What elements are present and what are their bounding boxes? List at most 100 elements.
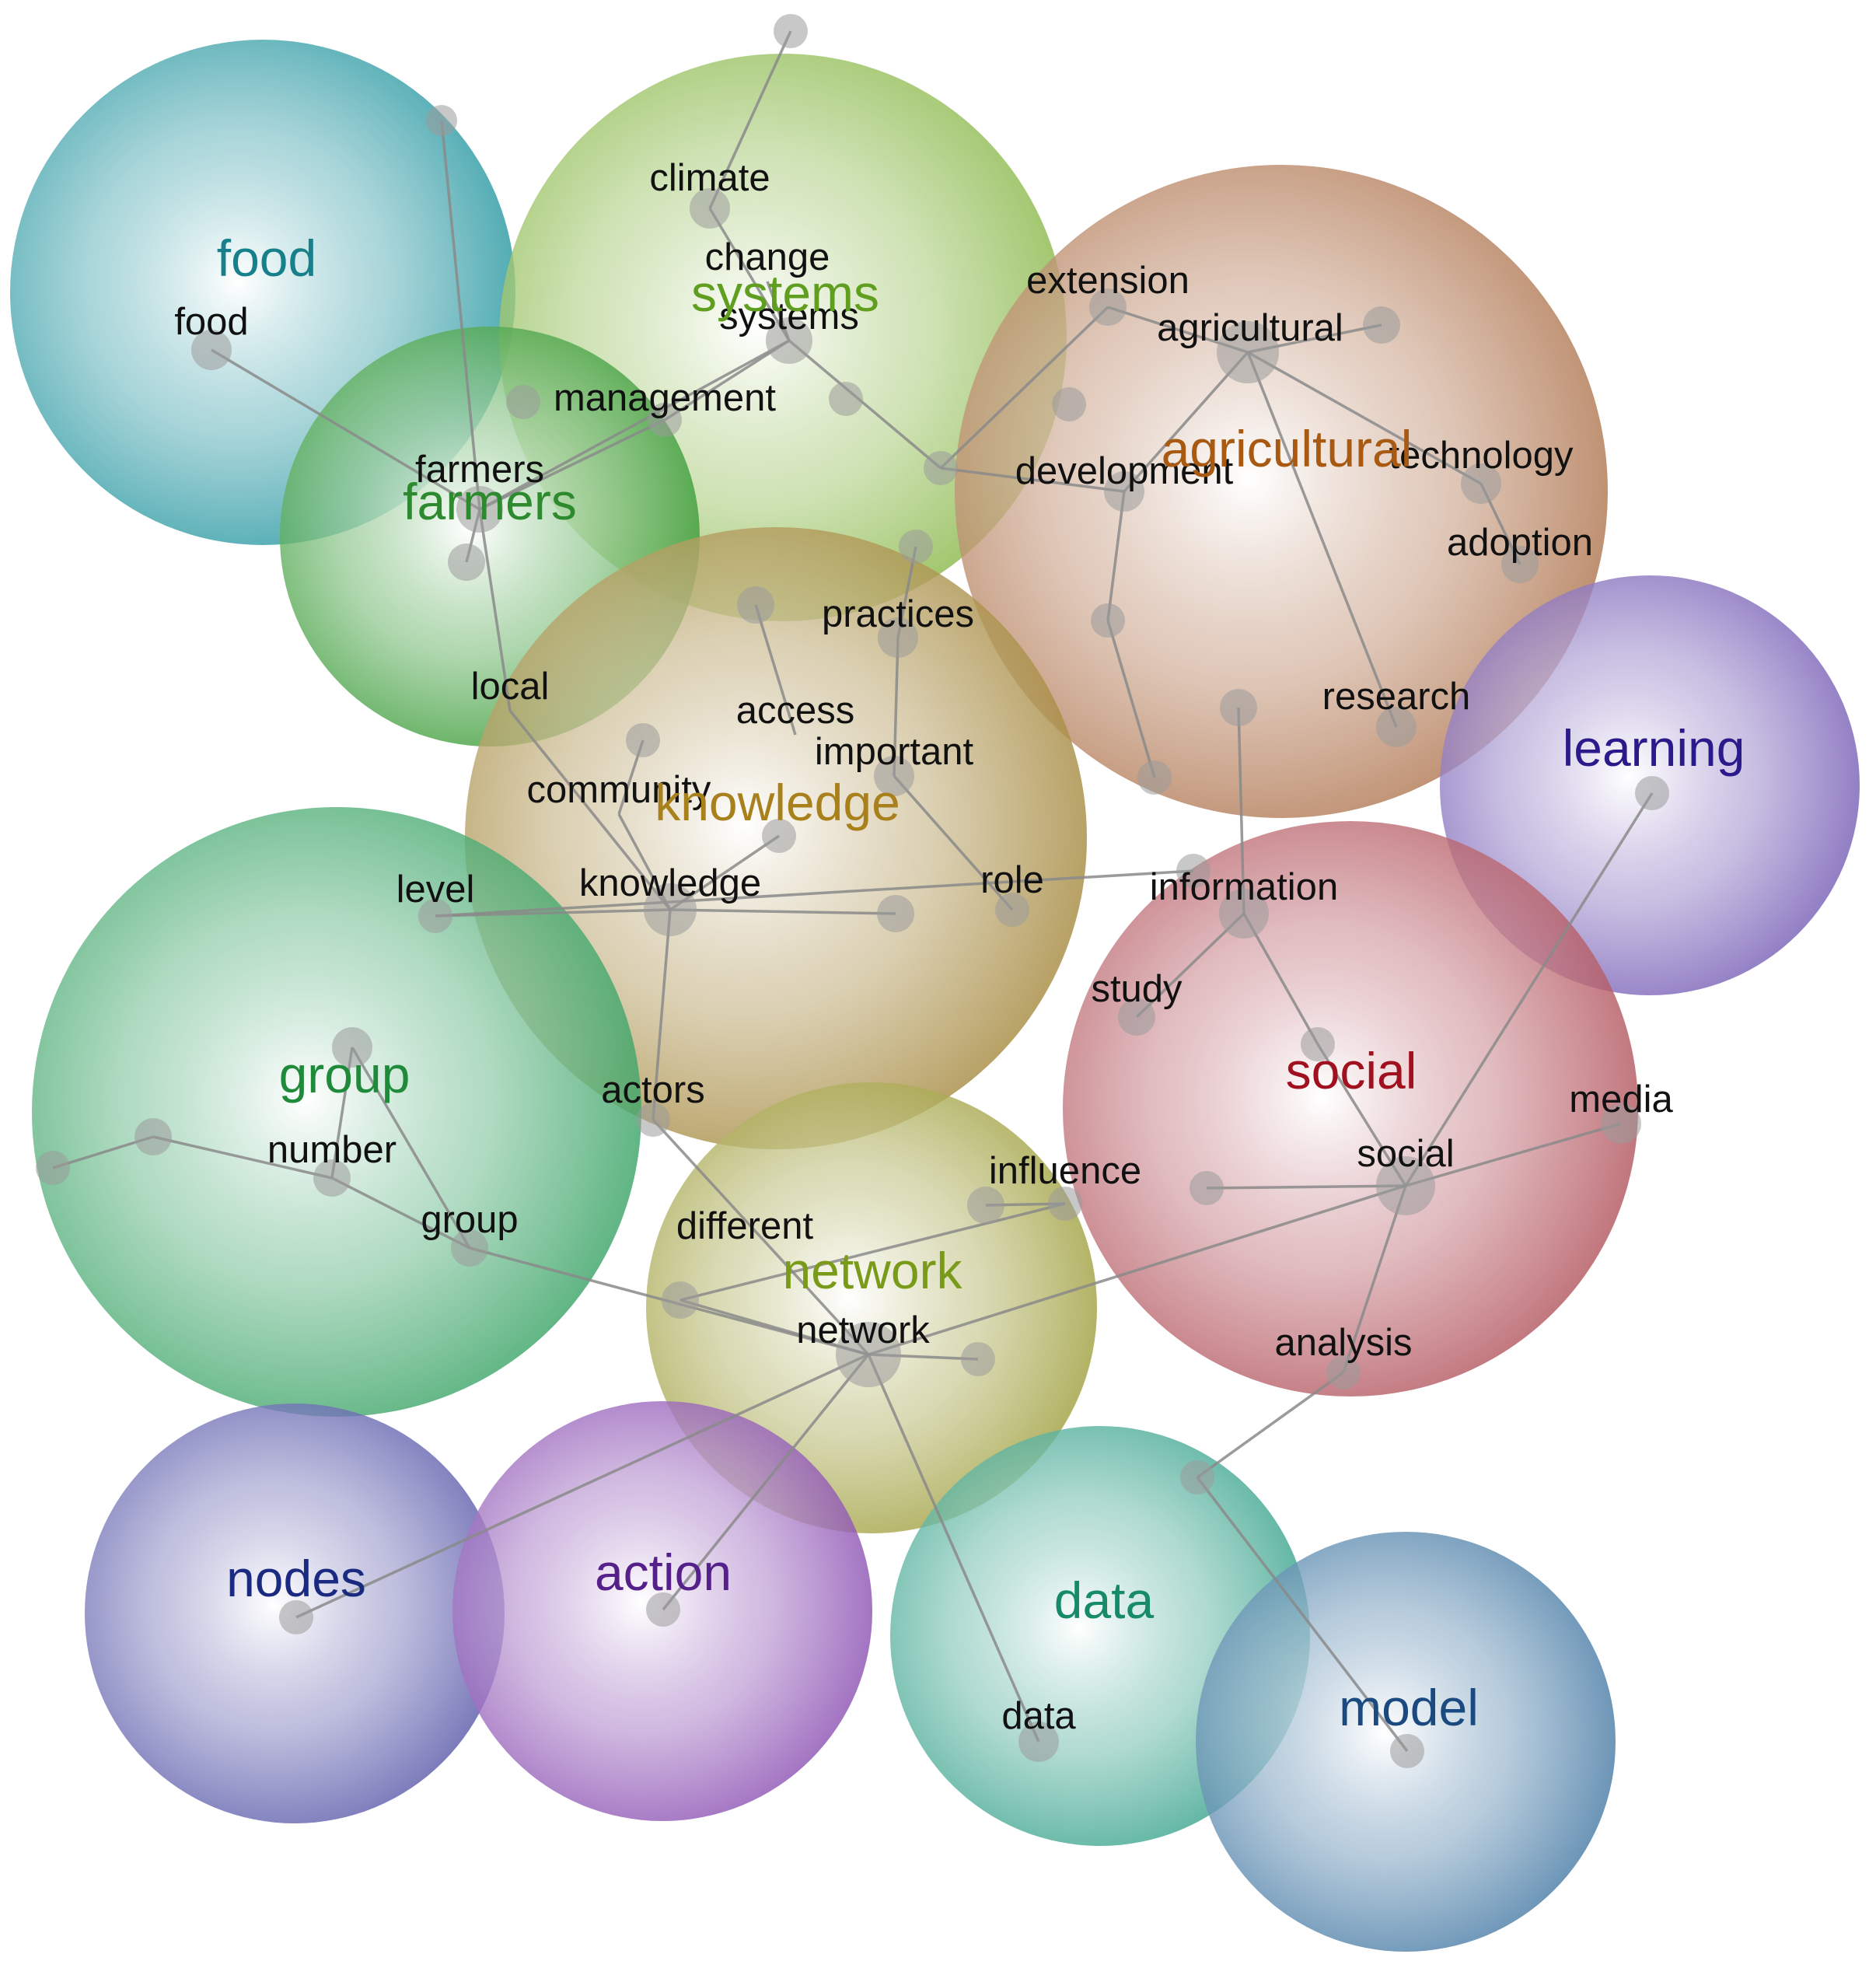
term-labels: climatechangesystemsextensionagricultura… [174,157,1673,1737]
edge-number-dot12 [330,1047,354,1179]
term-label-local: local [471,666,550,708]
topic-label-action: action [595,1543,732,1601]
edge-dot12-group [351,1047,471,1249]
term-node-top [774,14,808,48]
term-label-number: number [267,1129,397,1171]
term-node-practices [878,617,918,658]
term-node-learningdot [1635,776,1669,810]
term-node-research2 [1220,689,1257,726]
term-label-role: role [980,859,1044,901]
term-node-climate [690,188,730,229]
edge-agricultural-technology [1247,351,1482,485]
term-node-knowledge [644,883,697,936]
term-label-management: management [554,377,776,419]
edge-network-nodesdot [295,1353,869,1619]
term-node-hub1 [924,451,958,485]
edge-information-dot5 [1242,913,1319,1045]
term-node-dot10 [134,1118,172,1155]
term-label-access: access [736,690,855,732]
topic-bubbles [10,40,1860,1952]
edge-network-actiondot [662,1353,870,1611]
edge-access-dot1 [754,604,797,736]
term-label-extension: extension [1026,260,1190,302]
term-label-group: group [421,1199,518,1241]
term-label-agricultural: agricultural [1157,307,1343,349]
term-node-media [1601,1103,1641,1144]
term-node-dot7 [1180,1460,1214,1494]
edge-group-number [331,1176,470,1250]
topic-label-farmers: farmers [403,473,577,530]
term-node-management [648,403,682,437]
term-node-hub1b [899,530,933,564]
term-node-social [1376,1156,1435,1215]
term-node-farm2 [448,544,485,581]
term-node-ext2 [1052,387,1086,421]
term-node-different [662,1281,699,1319]
edge-dot7-modeldot [1196,1476,1409,1753]
term-node-number [313,1159,351,1197]
term-label-farmers: farmers [415,449,544,491]
edge-food-farmers [211,348,480,511]
edge-hub1-extension [939,306,1109,470]
topic-labels: food systems agricultural farmers knowledge l… [217,229,1745,1736]
term-node-modeldot [1390,1734,1424,1768]
topic-label-food: food [217,229,316,287]
term-node-research [1376,707,1417,747]
edge-social-media [1405,1122,1622,1187]
topic-bubble-group [32,807,641,1417]
edge-social-network [868,1184,1406,1356]
term-node-low1 [1137,760,1172,795]
term-label-actors: actors [601,1069,704,1111]
topic-label-network: network [782,1242,962,1299]
topic-label-systems: systems [691,264,879,322]
term-label-community: community [527,769,711,811]
edge-network-data [867,1354,1040,1743]
term-node-mgmt2 [829,382,863,416]
edge-agricultural-research [1246,351,1398,728]
term-label-study: study [1091,968,1183,1010]
term-node-mid1 [1091,603,1125,638]
term-node-manage2 [506,385,540,419]
term-label-network: network [796,1309,930,1351]
term-node-dot3 [762,819,796,853]
topic-label-learning: learning [1563,719,1745,777]
term-node-actors [636,1103,670,1137]
term-nodes [36,14,1669,1768]
topic-label-model: model [1339,1679,1479,1736]
edge-local-knowledge [508,709,672,911]
term-node-analysis [1326,1355,1361,1389]
term-node-dot11 [36,1151,70,1185]
term-label-climate: climate [649,157,770,199]
edge-mid1-low1 [1106,620,1156,778]
edge-important-role [893,774,1014,911]
term-label-different: different [676,1205,814,1247]
term-node-role [995,893,1029,927]
term-node-nodesdot [279,1600,313,1634]
topic-label-agricultural: agricultural [1162,420,1413,477]
term-node-dot9 [967,1187,1004,1224]
term-label-important: important [815,731,974,773]
edge-hub1-development [940,467,1125,493]
edge-farmers-topfarm [440,120,481,510]
edge-systems-farmers [479,339,790,511]
edge-climate-top [708,30,792,209]
edge-information-research2 [1237,707,1245,914]
term-node-topfarm [426,105,457,136]
term-label-level: level [397,869,475,911]
term-node-dot5 [1301,1027,1335,1061]
edge-farmers-management [479,418,666,511]
term-node-technology [1461,463,1501,504]
term-node-important [874,756,914,796]
term-label-media: media [1569,1078,1673,1120]
topic-label-knowledge: knowledge [655,774,900,831]
term-node-dot8 [961,1342,995,1376]
term-node-food [191,330,232,370]
term-node-dot2 [626,723,660,757]
edge-influence-different [679,1202,1066,1302]
term-edges [52,30,1654,1753]
term-node-systems [766,317,812,364]
term-node-dot4 [877,895,914,932]
term-label-development: development [1015,450,1234,492]
edge-knowledge-dot4 [669,908,896,915]
edge-systems-management [664,339,790,421]
